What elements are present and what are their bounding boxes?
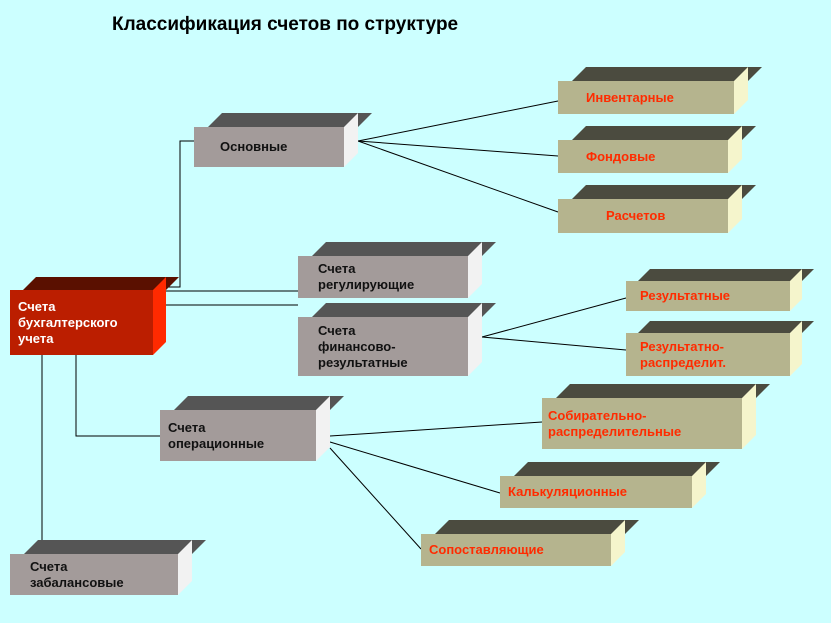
node-zabalansovye: Счета забалансовые <box>10 540 206 595</box>
connector-operatsionnye-sobiratelno <box>329 421 543 437</box>
node-reguliruyuschie: Счета регулирующие <box>298 242 496 298</box>
node-zabalansovye-label: Счета забалансовые <box>10 554 178 595</box>
node-raschetov: Расчетов <box>558 185 756 233</box>
diagram-title: Классификация счетов по структуре <box>112 14 459 35</box>
connector-osnovnye-fondovye <box>357 140 559 157</box>
connector-root-operatsionnye <box>75 355 160 437</box>
node-sopostavlyayuschie-label: Сопоставляющие <box>421 534 611 566</box>
node-reguliruyuschie-label: Счета регулирующие <box>298 256 468 298</box>
node-osnovnye-label: Основные <box>194 127 344 167</box>
node-rezultatnye-label: Результатные <box>626 281 790 311</box>
node-finansovo-label: Счета финансово- результатные <box>298 317 468 376</box>
node-operatsionnye: Счета операционные <box>160 396 344 461</box>
node-root-label: Счета бухгалтерского учета <box>10 290 153 355</box>
connector-operatsionnye-sopostavlyayuschie <box>329 447 422 550</box>
node-inventarnye-label: Инвентарные <box>558 81 734 114</box>
node-root: Счета бухгалтерского учета <box>10 277 179 355</box>
connector-finansovo-rezultatno <box>481 336 627 351</box>
node-osnovnye: Основные <box>194 113 372 167</box>
connector-osnovnye-inventarnye <box>357 100 559 142</box>
node-rezultatno-raspred-label: Результатно- распределит. <box>626 333 790 376</box>
node-sobiratelno-label: Собирательно- распределительные <box>542 398 742 449</box>
connector-operatsionnye-kalkulyatsionnye <box>329 441 501 494</box>
node-fondovye: Фондовые <box>558 126 756 173</box>
node-inventarnye: Инвентарные <box>558 67 762 114</box>
connector-finansovo-rezultatnye <box>481 297 627 338</box>
node-rezultatno-raspred: Результатно- распределит. <box>626 321 814 376</box>
node-raschetov-label: Расчетов <box>558 199 728 233</box>
node-sopostavlyayuschie: Сопоставляющие <box>421 520 639 566</box>
node-fondovye-label: Фондовые <box>558 140 728 173</box>
node-finansovo: Счета финансово- результатные <box>298 303 496 376</box>
node-kalkulyatsionnye: Калькуляционные <box>500 462 720 508</box>
node-rezultatnye: Результатные <box>626 269 814 311</box>
node-operatsionnye-label: Счета операционные <box>160 410 316 461</box>
connector-root-osnovnye <box>166 140 194 288</box>
connector-osnovnye-raschetov <box>357 140 559 213</box>
node-kalkulyatsionnye-label: Калькуляционные <box>500 476 692 508</box>
node-sobiratelno: Собирательно- распределительные <box>542 384 770 449</box>
